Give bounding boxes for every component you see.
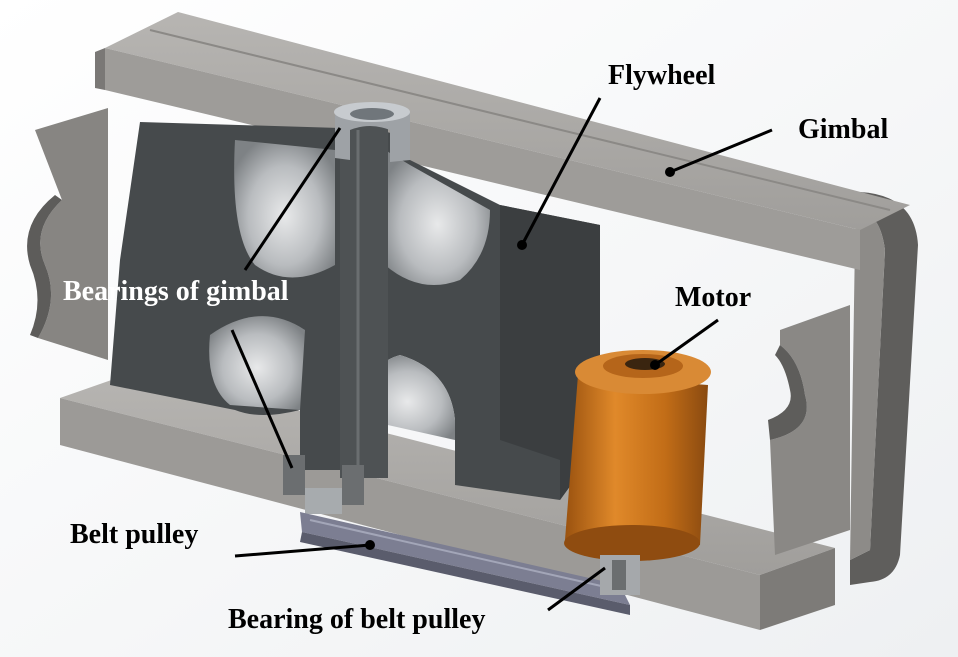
motor-cylinder [565, 375, 708, 545]
belt-pulley-top [300, 512, 630, 605]
leader-flywheel-dot [517, 240, 527, 250]
leader-bearing-belt-pulley [547, 566, 606, 612]
motor-body [564, 350, 711, 595]
bottom-bearing-left [283, 455, 305, 495]
labels: Flywheel Gimbal Bearings of gimbal Motor… [63, 60, 888, 635]
bottom-bearing-shaft [305, 488, 342, 514]
leader-gimbal-dot [665, 167, 675, 177]
leader-motor [654, 318, 719, 367]
label-bearing-of-belt-pulley: Bearing of belt pulley [228, 604, 485, 635]
gimbal-top-rail-end [95, 48, 105, 90]
leader-bearings-bottom [230, 329, 294, 469]
belt-pulley [300, 512, 630, 615]
gimbal-right-block [770, 305, 850, 555]
gimbal-top-rail-top [105, 12, 910, 230]
top-bearing [334, 102, 410, 162]
leader-flywheel [520, 97, 602, 246]
leader-gimbal [669, 128, 773, 174]
gimbal-bottom-rail-end [760, 548, 835, 630]
flywheel-cavity-upper-right [385, 150, 490, 285]
motor-bearing-inner [612, 560, 626, 590]
gimbal-left-block [35, 108, 108, 360]
leader-lines [230, 97, 773, 612]
flywheel-shaft [340, 118, 388, 478]
motor-bottom-face [564, 525, 700, 561]
leader-belt-pulley [234, 543, 371, 558]
bottom-bearings [283, 455, 364, 514]
gimbal-left-block-shadow [27, 195, 62, 338]
belt-pulley-front [300, 532, 630, 615]
belt-pulley-edge [309, 519, 611, 589]
gimbal-bottom-rail-front [60, 398, 760, 630]
flywheel-cavity-lower-left [209, 316, 305, 410]
leader-bearings-top [243, 127, 342, 271]
gimbal-top-rail-edge [149, 29, 891, 211]
label-flywheel: Flywheel [608, 60, 716, 91]
gimbal-top-rail-front [105, 48, 860, 270]
label-belt-pulley: Belt pulley [70, 519, 198, 550]
leader-belt-pulley-dot [365, 540, 375, 550]
bottom-bearing-right [342, 465, 364, 505]
label-gimbal: Gimbal [798, 114, 888, 145]
label-bearings-of-gimbal: Bearings of gimbal [63, 276, 289, 307]
leader-motor-dot [650, 360, 660, 370]
gimbal-right-block-shadow [768, 345, 807, 440]
gimbal-right-end [850, 192, 918, 585]
label-motor: Motor [675, 282, 751, 313]
top-bearing-hole [350, 108, 394, 120]
gimbal-right-end-inner [850, 212, 885, 560]
